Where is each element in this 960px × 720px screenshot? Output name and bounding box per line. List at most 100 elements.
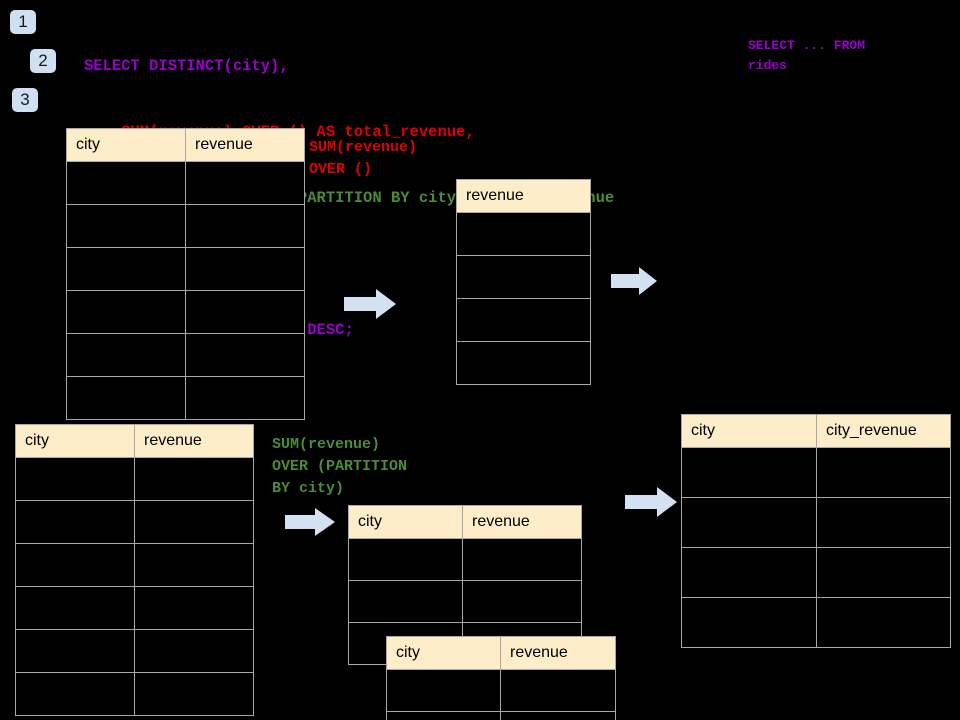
table-cell	[15, 543, 135, 587]
table-header-row: revenue	[456, 179, 591, 213]
table-row	[681, 447, 951, 498]
table-cell	[500, 669, 616, 712]
table-cell	[134, 500, 254, 544]
table-row	[456, 212, 591, 256]
table-cell	[66, 290, 186, 334]
table-cell	[816, 547, 951, 598]
arrow-right-icon	[611, 267, 657, 295]
table-cell	[185, 376, 305, 420]
table-cell	[134, 457, 254, 501]
column-header: city_revenue	[816, 414, 951, 448]
column-header: city	[386, 636, 501, 670]
arrow-right-icon	[285, 508, 335, 536]
arrow-right-icon	[625, 487, 677, 517]
annotation-sum-over-empty: SUM(revenue) OVER ()	[309, 139, 418, 178]
table-cell	[185, 290, 305, 334]
table-row	[15, 586, 254, 630]
annotation-sum-over-partition: SUM(revenue) OVER (PARTITION BY city)	[272, 436, 408, 497]
table-row	[15, 629, 254, 673]
table-row	[66, 333, 305, 377]
column-header: revenue	[134, 424, 254, 458]
table-cell	[185, 204, 305, 248]
table-row	[15, 672, 254, 716]
table-cell	[681, 497, 817, 548]
table-cell	[134, 672, 254, 716]
table-cell	[15, 586, 135, 630]
column-header: city	[348, 505, 463, 539]
table-cell	[185, 333, 305, 377]
table-row	[681, 547, 951, 598]
sql-side-note: SELECT ... FROM rides	[748, 38, 866, 73]
table-row	[66, 247, 305, 291]
table-cell	[681, 597, 817, 648]
table-row	[456, 255, 591, 299]
column-header: revenue	[185, 128, 305, 162]
table-row	[15, 543, 254, 587]
step-badge-3: 3	[12, 88, 38, 112]
table-row	[15, 457, 254, 501]
table-cell	[816, 597, 951, 648]
table-row	[66, 204, 305, 248]
table-cell	[134, 586, 254, 630]
table-row	[66, 290, 305, 334]
table-cell	[348, 580, 463, 623]
table-row	[681, 497, 951, 548]
table-cell	[456, 298, 591, 342]
table-cell	[185, 247, 305, 291]
table-cell	[462, 538, 582, 581]
table-cell	[681, 547, 817, 598]
table-cell	[15, 629, 135, 673]
table-row	[348, 580, 582, 623]
table-cell	[66, 247, 186, 291]
table-cell	[816, 447, 951, 498]
column-header: city	[15, 424, 135, 458]
table-cell	[456, 341, 591, 385]
table-row	[66, 376, 305, 420]
table-cell	[456, 212, 591, 256]
table-cell	[386, 669, 501, 712]
table-row	[386, 669, 616, 712]
arrow-right-icon	[344, 289, 396, 319]
table-row	[386, 711, 616, 720]
table-row	[456, 298, 591, 342]
table-cell	[462, 580, 582, 623]
table-row	[66, 161, 305, 205]
column-header: revenue	[456, 179, 591, 213]
table-total-revenue: revenue	[456, 179, 591, 385]
table-cell	[134, 629, 254, 673]
table-cell	[134, 543, 254, 587]
table-cell	[681, 447, 817, 498]
table-cell	[500, 711, 616, 720]
table-row	[456, 341, 591, 385]
table-cell	[816, 497, 951, 548]
table-cell	[348, 538, 463, 581]
table-cell	[66, 376, 186, 420]
table-row	[15, 500, 254, 544]
step-badge-2: 2	[30, 49, 56, 73]
table-cell	[66, 204, 186, 248]
column-header: revenue	[500, 636, 616, 670]
table-cell	[15, 672, 135, 716]
table-cell	[15, 500, 135, 544]
table-cell	[66, 161, 186, 205]
table-cell	[456, 255, 591, 299]
column-header: revenue	[462, 505, 582, 539]
table-row	[681, 597, 951, 648]
table-cell	[66, 333, 186, 377]
table-cell	[386, 711, 501, 720]
sql-line-select: SELECT DISTINCT(city),	[84, 57, 289, 75]
table-cell	[185, 161, 305, 205]
step-badge-1: 1	[10, 10, 36, 34]
table-cell	[15, 457, 135, 501]
column-header: city	[66, 128, 186, 162]
